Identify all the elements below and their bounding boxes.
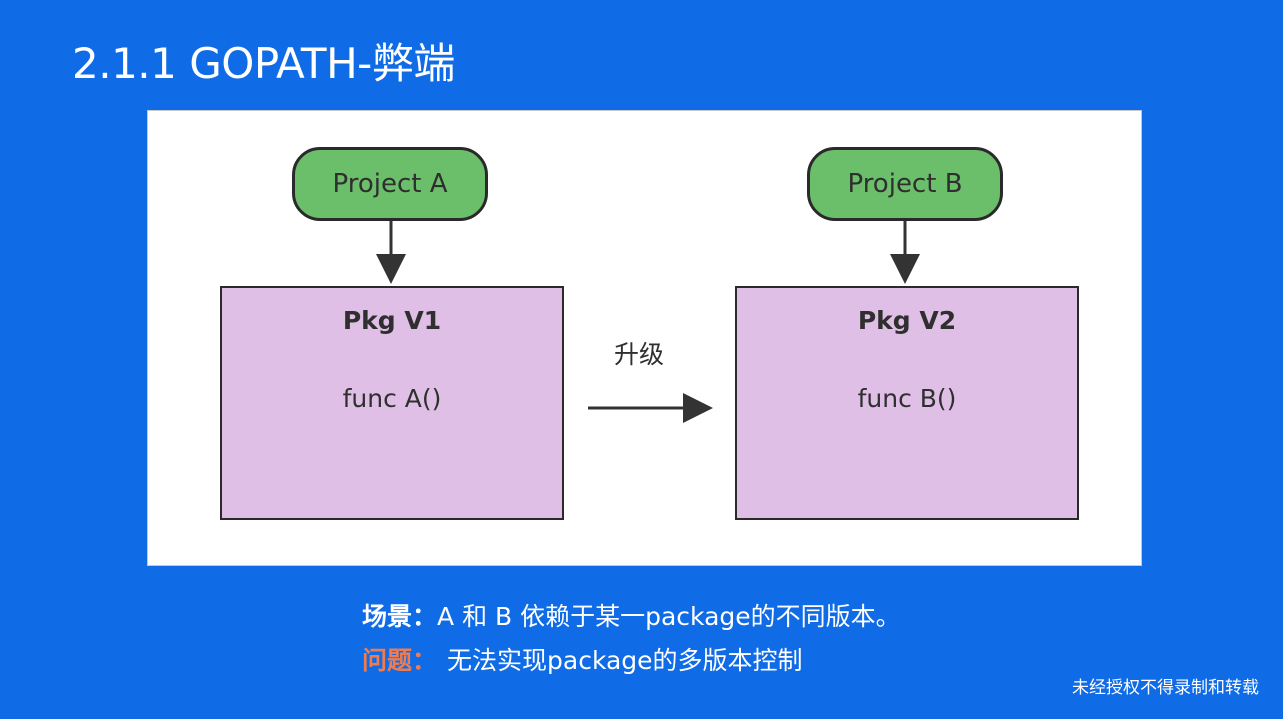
upgrade-label: 升级 xyxy=(614,340,665,369)
project-b-label: Project B xyxy=(847,169,963,199)
scene-caption: 场景：A 和 B 依赖于某一package的不同版本。 xyxy=(362,597,901,633)
project-a-label: Project A xyxy=(332,169,448,199)
slide-title: 2.1.1 GOPATH-弊端 xyxy=(72,39,455,88)
problem-text: 无法实现package的多版本控制 xyxy=(447,646,803,675)
problem-caption: 问题： 无法实现package的多版本控制 xyxy=(362,641,803,677)
copyright-note: 未经授权不得录制和转载 xyxy=(1072,678,1259,698)
pkg-v1-box: Pkg V1 func A() xyxy=(220,286,564,520)
pkg-v1-title: Pkg V1 xyxy=(342,306,442,335)
pkg-v1-func: func A() xyxy=(342,384,442,413)
scene-text: A 和 B 依赖于某一package的不同版本。 xyxy=(437,602,901,631)
project-a-node: Project A xyxy=(292,147,488,221)
project-b-node: Project B xyxy=(807,147,1003,221)
pkg-v2-func: func B() xyxy=(857,384,957,413)
problem-key: 问题： xyxy=(362,646,438,675)
diagram-panel: Project A Project B Pkg V1 func A() Pkg … xyxy=(147,110,1142,566)
diagram-connectors xyxy=(376,218,920,423)
pkg-v2-box: Pkg V2 func B() xyxy=(735,286,1079,520)
pkg-v2-title: Pkg V2 xyxy=(857,306,957,335)
scene-key: 场景： xyxy=(362,602,438,631)
